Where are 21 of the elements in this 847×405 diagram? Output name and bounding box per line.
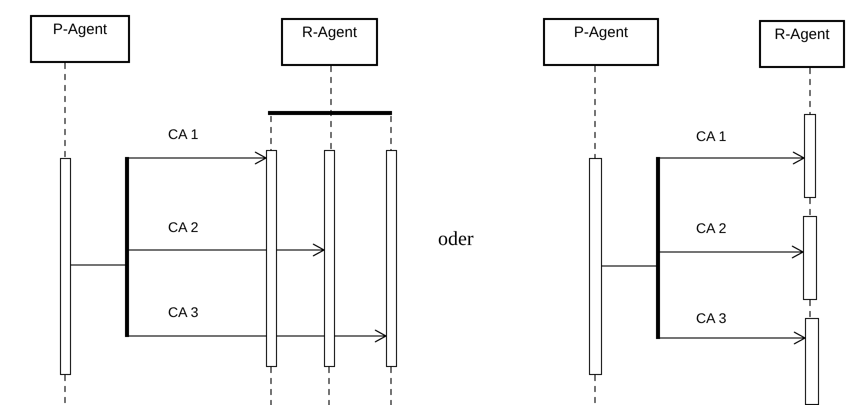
activation-bar [804,114,816,198]
lifeline-head-box: R-Agent [759,20,845,68]
lifeline [64,62,66,158]
edge-label: CA 3 [696,310,726,326]
activation-bar [805,318,819,405]
lifeline-head-box: R-Agent [281,18,378,66]
activation-bar [324,150,335,367]
activation-bar [803,216,817,300]
edge-label: CA 1 [168,126,198,142]
edge-label: CA 2 [168,219,198,235]
activation-bar [386,150,397,367]
edge-label: CA 2 [696,220,726,236]
edge-label: CA 1 [696,128,726,144]
lifeline [594,66,596,158]
activation-bar [266,150,277,367]
lifeline-head-box: P-Agent [543,18,659,66]
activation-bar [60,158,71,375]
edge-label: CA 3 [168,304,198,320]
lifeline-head-box: P-Agent [30,15,130,63]
note-text: oder [438,228,474,251]
activation-bar [589,158,602,375]
